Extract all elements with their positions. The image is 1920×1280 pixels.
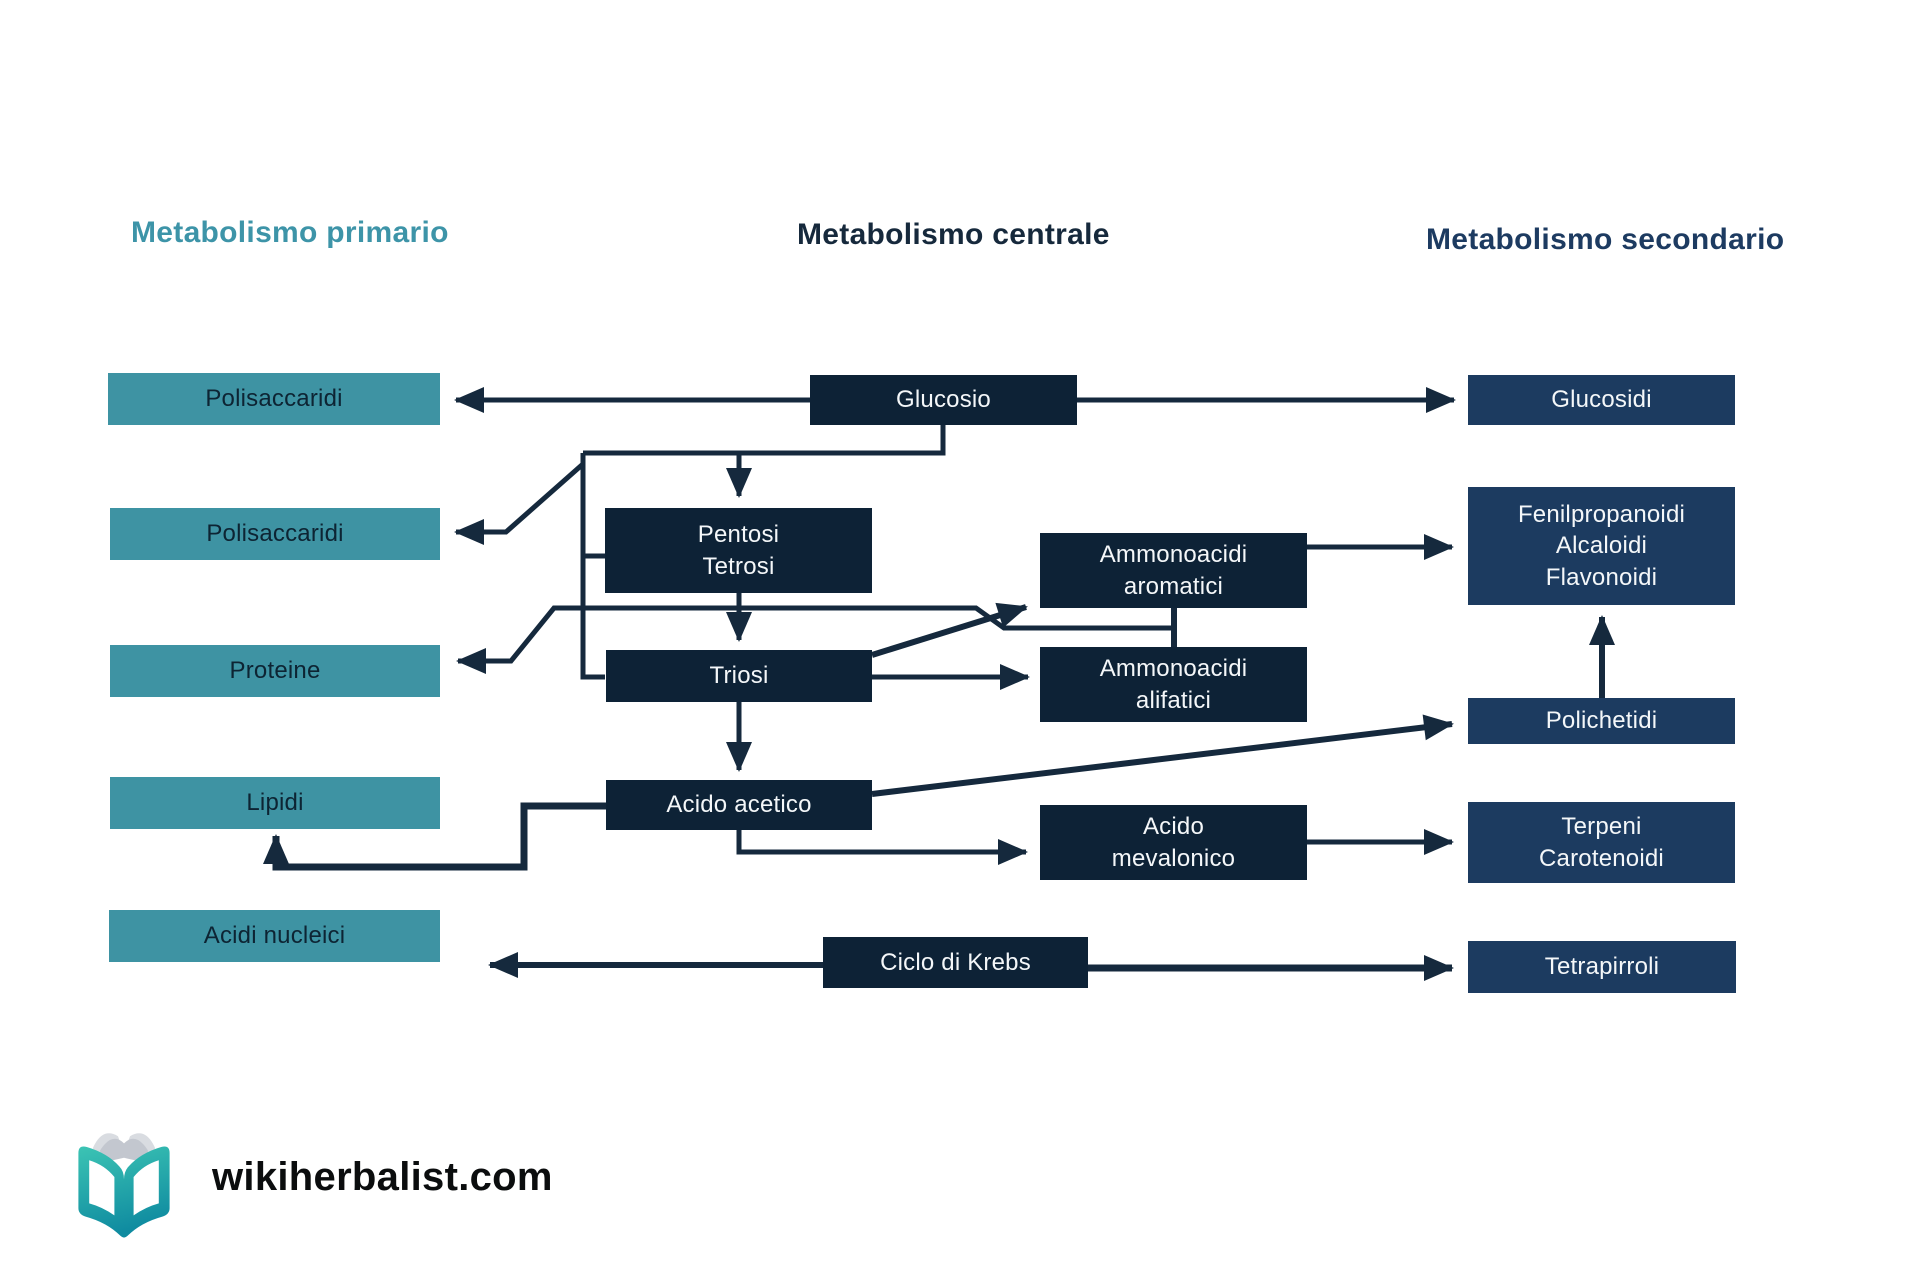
column-heading-secondary: Metabolismo secondario — [1426, 223, 1785, 256]
edge-acido-acetico-to-polichetidi — [871, 714, 1454, 797]
edge-glucosio-to-pentosi-tetrosi — [583, 425, 946, 456]
edge-glucosio-to-polisaccaridi-2 — [454, 462, 585, 545]
edge-triosi-to-ammonoacidi-aromatici — [871, 602, 1028, 658]
edge-acido-acetico-to-lipidi — [263, 802, 606, 871]
column-heading-central: Metabolismo centrale — [797, 218, 1110, 251]
edge-ammonoacidi-aromatici-to-proteine — [456, 605, 1174, 674]
column-heading-primary: Metabolismo primario — [131, 216, 449, 249]
open-book-icon — [78, 1133, 170, 1238]
edge-acido-acetico-to-acido-mevalonico — [736, 830, 1028, 865]
site-name: wikiherbalist.com — [212, 1154, 553, 1199]
wikiherbalist-logo: wikiherbalist.com — [64, 1116, 553, 1238]
edge-glucosio-to-triosi — [580, 453, 605, 680]
